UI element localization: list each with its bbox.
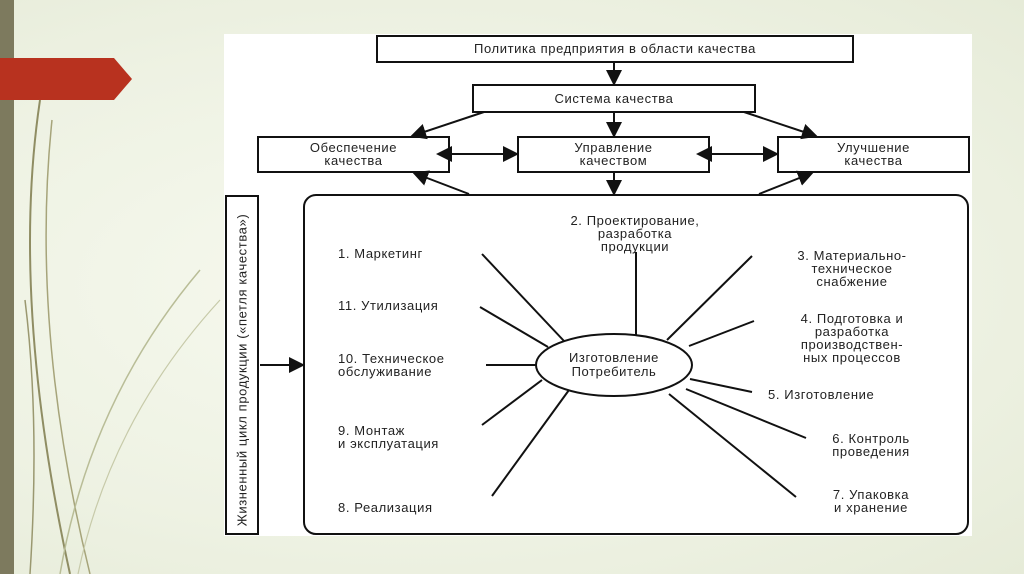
stage-10-line-1: 10. Техническое <box>338 351 445 366</box>
stage-3-line-3: снабжение <box>816 274 888 289</box>
center-text-1: Изготовление <box>568 350 660 365</box>
stage-1: 1. Маркетинг <box>338 246 423 261</box>
stage-4-line-1: 4. Подготовка и <box>800 311 904 326</box>
assurance-text-1: Обеспечение <box>309 140 398 155</box>
stage-5: 5. Изготовление <box>768 387 875 402</box>
spoke-7 <box>668 393 797 498</box>
system-text: Система качества <box>554 91 674 106</box>
lifecycle-label: Жизненный цикл продукции («петля качеств… <box>234 213 250 527</box>
improvement-text-1: Улучшение <box>837 140 910 155</box>
left-accent-bar <box>0 0 14 574</box>
spoke-8 <box>491 389 570 497</box>
stage-6-line-1: 6. Контроль <box>832 431 910 446</box>
stage-11: 11. Утилизация <box>338 298 439 313</box>
policy-text: Политика предприятия в области качества <box>474 41 756 56</box>
stage-2-line-3: продукции <box>600 239 670 254</box>
red-arrow-tab <box>0 58 132 100</box>
stage-7-line-2: и хранение <box>834 500 908 515</box>
lifecycle-label-box <box>225 195 259 535</box>
spoke-5 <box>689 378 753 393</box>
stage-8: 8. Реализация <box>338 500 433 515</box>
management-text-2: качеством <box>579 153 648 168</box>
management-text-1: Управление <box>574 140 653 155</box>
stage-2-line-1: 2. Проектирование, <box>570 213 700 228</box>
spoke-1 <box>481 253 565 342</box>
stage-10-line-2: обслуживание <box>338 364 433 379</box>
stage-3-line-2: техническое <box>811 261 893 276</box>
spoke-6 <box>685 388 807 439</box>
stage-9-line-1: 9. Монтаж <box>338 423 405 438</box>
diagram-lines <box>225 35 970 535</box>
grass-decoration <box>24 99 221 574</box>
assurance-text-2: качества <box>324 153 383 168</box>
quality-diagram: Политика предприятия в области качества … <box>224 34 972 536</box>
stage-7-line-1: 7. Упаковка <box>832 487 910 502</box>
stage-4-line-4: ных процессов <box>803 350 901 365</box>
spoke-3 <box>666 255 753 341</box>
center-text-2: Потребитель <box>571 364 657 379</box>
stage-9-line-2: и эксплуатация <box>338 436 439 451</box>
stage-3-line-1: 3. Материально- <box>797 248 907 263</box>
stage-4-line-3: производствен- <box>800 337 904 352</box>
spoke-11 <box>479 306 549 348</box>
spoke-9 <box>481 379 543 426</box>
stage-4-line-2: разработка <box>814 324 890 339</box>
spoke-4 <box>688 320 755 347</box>
stage-6-line-2: проведения <box>832 444 910 459</box>
stage-2-line-2: разработка <box>597 226 673 241</box>
improvement-text-2: качества <box>844 153 903 168</box>
